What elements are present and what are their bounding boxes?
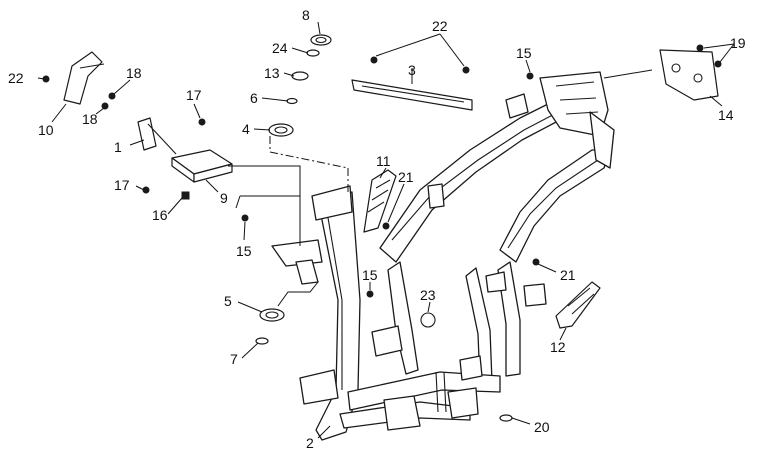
part-19-nuts — [696, 44, 722, 68]
part-13-race — [291, 71, 309, 81]
part-18-fasteners — [101, 92, 116, 110]
callout-11: 11 — [376, 153, 391, 169]
part-3-plate — [351, 79, 473, 111]
callout-21-right: 21 — [560, 267, 576, 283]
callout-4: 4 — [242, 121, 250, 137]
callout-17-bottom: 17 — [114, 177, 130, 193]
part-10-bracket — [63, 51, 105, 105]
callout-12: 12 — [550, 339, 566, 355]
part-5-race — [259, 308, 285, 322]
callout-19: 19 — [730, 35, 746, 51]
part-1-bracket — [137, 117, 177, 155]
callout-18-top: 18 — [126, 65, 142, 81]
part-21-bolts — [382, 222, 540, 266]
callout-15-left: 15 — [236, 243, 252, 259]
callout-8: 8 — [302, 7, 310, 23]
part-4-bearing — [268, 123, 294, 137]
part-6-seal — [286, 97, 298, 105]
part-11-footrest — [363, 169, 397, 233]
part-7-seal — [255, 337, 269, 345]
callout-15-top: 15 — [516, 45, 532, 61]
callout-24: 24 — [272, 40, 288, 56]
leader-lines — [37, 21, 735, 439]
callout-22-left: 22 — [8, 70, 24, 86]
callout-14: 14 — [718, 107, 734, 123]
callout-9: 9 — [220, 190, 228, 206]
part-23-clip — [420, 312, 436, 328]
part-22-bolts — [370, 56, 470, 74]
callout-23: 23 — [420, 287, 436, 303]
callout-7: 7 — [230, 351, 238, 367]
callout-5: 5 — [224, 293, 232, 309]
part-8-bearing — [310, 34, 332, 46]
callout-1: 1 — [114, 139, 122, 155]
part-9-tray — [171, 149, 233, 183]
callout-16: 16 — [152, 207, 168, 223]
frame-body — [271, 71, 615, 441]
part-12-footrest — [555, 281, 601, 329]
callout-2: 2 — [306, 435, 314, 451]
part-20-bolt — [499, 414, 513, 422]
callout-17-top: 17 — [186, 87, 202, 103]
callout-15-mid: 15 — [362, 267, 378, 283]
callout-6: 6 — [250, 90, 258, 106]
part-15-bolts — [241, 72, 534, 298]
callout-20: 20 — [534, 419, 550, 435]
part-24-washer — [306, 49, 320, 57]
callout-10: 10 — [38, 122, 54, 138]
part-17-screws — [142, 118, 206, 194]
part-16-nut — [181, 191, 190, 200]
part-14-bracket — [659, 49, 719, 101]
callout-labels: 8 24 13 6 4 22 3 15 19 14 22 10 18 18 1 … — [8, 7, 746, 451]
callout-18-bottom: 18 — [82, 111, 98, 127]
callout-22-top: 22 — [432, 18, 448, 34]
callout-21-top: 21 — [398, 169, 414, 185]
callout-3: 3 — [408, 62, 416, 78]
callout-13: 13 — [264, 65, 280, 81]
